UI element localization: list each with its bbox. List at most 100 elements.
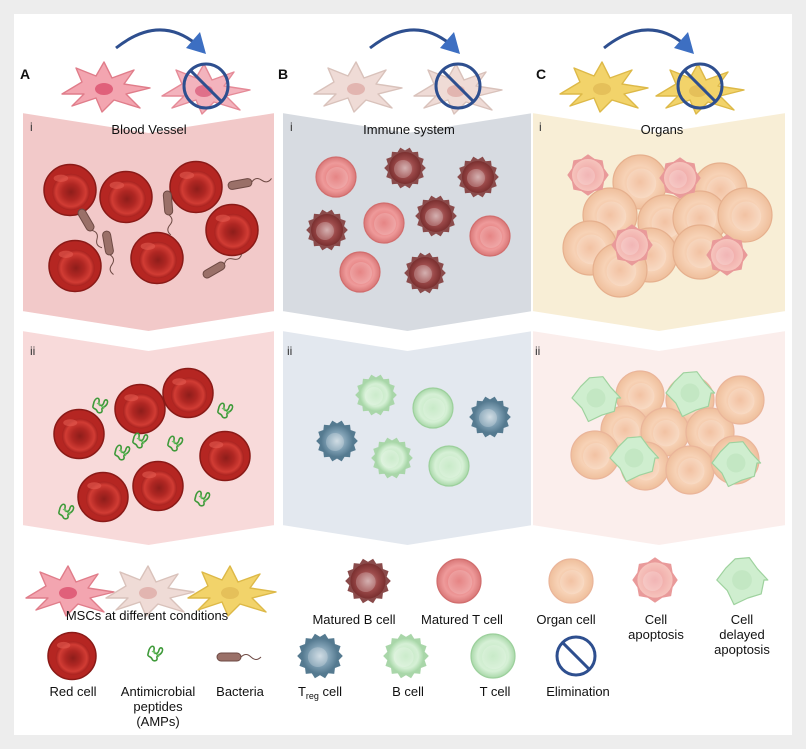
msc-cell-icon [25,565,115,617]
bacteria-icon [162,190,174,236]
cell-nucleus [439,456,461,478]
red-cell-icon [162,367,214,419]
bacteria-body [216,652,242,662]
cell-body [474,401,506,433]
cell-body [409,257,441,289]
cell-nucleus [698,420,725,447]
matured-t-cell-icon [436,558,482,604]
bacteria-body [102,230,114,256]
msc-cell-icon [313,61,403,113]
amp-coil-inner [136,437,145,445]
red-cell-icon [199,430,251,482]
arrow-head [440,32,460,54]
red-cell-inner [62,418,98,454]
cell-nucleus [596,201,627,232]
elimination-slash [441,69,475,103]
legend-treg-main: T [297,684,306,699]
bacteria-icon [102,230,114,275]
cell-nucleus [414,265,432,283]
msc-cell-icon [559,61,649,113]
cell-nucleus [728,388,755,415]
legend-elimination-label: Elimination [546,684,610,699]
cell-nucleus [307,647,328,667]
matured-b-cell-icon [345,558,391,604]
t-cell-icon [428,445,470,487]
red-cell-icon [130,231,184,285]
cell-nucleus [621,237,639,255]
matured-t-cell-icon [469,215,511,257]
cell-body [350,563,386,599]
cell-nucleus [448,570,473,595]
red-cell-inner [178,170,216,208]
cell-body [436,558,482,604]
red-cell-highlight [63,419,78,427]
amp-coil [194,490,211,507]
panel-letter-b: B [278,66,289,82]
cell-nucleus [394,160,412,178]
cell-nucleus [606,256,637,287]
cell-nucleus [732,570,752,590]
cell-nucleus [653,420,680,447]
amp-icon [147,645,164,662]
cell-body [548,558,594,604]
amp-icon [132,432,149,449]
cell-body [711,239,743,271]
bacteria-flagellum [109,254,114,275]
cell-nucleus [642,571,663,591]
cell-nucleus [326,433,344,451]
cell-nucleus [350,262,372,284]
red-cell-highlight [209,441,224,449]
red-cell-icon [205,203,259,257]
red-cell-icon [53,408,105,460]
msc-cell-icon [413,63,503,115]
t-cell-icon [470,633,516,679]
legend-matured-t-label: Matured T cell [421,612,503,627]
legend-matured-b-label: Matured B cell [312,612,396,627]
bacteria-icon [216,652,262,662]
legend-organ-cell-label: Organ cell [536,612,596,627]
amp-icon [194,490,211,507]
cell-nucleus [586,388,606,408]
organ-cell-icon [717,187,773,243]
cell-body [664,162,696,194]
cell-body [302,638,338,674]
amp-coil-inner [151,650,160,658]
cell-outline [711,441,762,488]
msc-nucleus [347,83,365,95]
cell-nucleus [425,208,443,226]
cell-body [376,442,408,474]
cell-body [360,379,392,411]
cell-body [428,445,470,487]
amp-coil [114,444,131,461]
delayed-apoptosis-cell-icon [609,436,660,483]
legend-mscs-label: MSCs at different conditions [65,608,229,623]
apoptosis-cell-icon [632,557,678,603]
msc-cell-icon [61,61,151,113]
msc-nucleus [593,83,611,95]
cell-nucleus [669,170,687,188]
matured-b-cell-icon [415,195,457,237]
cell-body [389,152,421,184]
red-cell-icon [43,163,97,217]
bacteria-flagellum [91,229,103,249]
matured-t-cell-icon [339,251,381,293]
cell-body [616,229,648,261]
arrow-head [674,32,694,54]
amp-coil [132,432,149,449]
cell-nucleus [731,201,762,232]
legend-amps-label: Antimicrobial peptides (AMPs) [120,684,196,729]
bacteria-flagellum [251,178,272,183]
elimination-slash [189,69,223,103]
cell-nucleus [365,387,383,405]
cell-body [420,200,452,232]
bacteria-icon [77,208,103,249]
panel-a-roman-ii: ii [30,344,36,358]
bacteria-body [77,208,95,232]
red-cell-icon [47,631,97,681]
red-cell-highlight [109,181,125,189]
cell-nucleus [381,450,399,468]
red-cell-icon [77,471,129,523]
bacteria-body [227,178,253,190]
legend-cell-delayed-label: Cell delayed apoptosis [714,612,770,657]
